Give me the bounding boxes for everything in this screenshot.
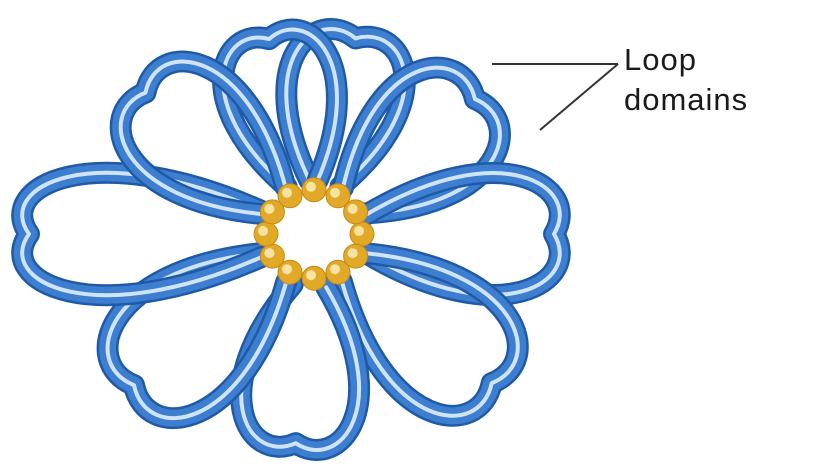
scaffold-bead	[350, 222, 374, 246]
scaffold-bead	[254, 222, 278, 246]
chromatin-loop	[22, 173, 262, 295]
callout-leader-lines	[492, 64, 618, 130]
loop-domains-label: Loop domains	[624, 40, 748, 120]
scaffold-bead	[344, 200, 368, 224]
protein-scaffold	[254, 178, 374, 290]
scaffold-bead	[302, 178, 326, 202]
scaffold-bead	[302, 266, 326, 290]
chromatin-loops	[22, 29, 560, 450]
leader-line-lower	[540, 64, 618, 130]
scaffold-bead	[278, 184, 302, 208]
scaffold-bead	[326, 260, 350, 284]
scaffold-bead	[260, 244, 284, 268]
